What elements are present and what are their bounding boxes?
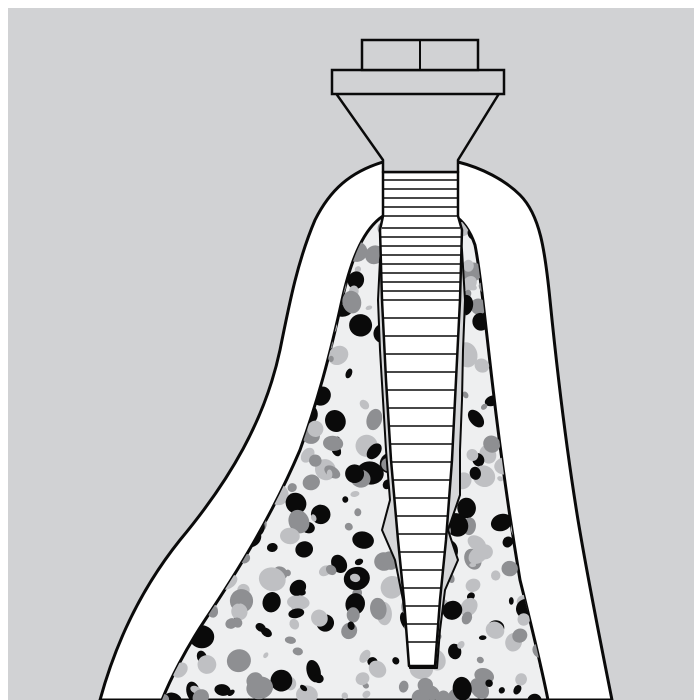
bone-pore [509, 597, 514, 605]
abutment-plate [332, 70, 504, 94]
bone-pore [491, 570, 500, 580]
bone-pore [463, 260, 474, 272]
